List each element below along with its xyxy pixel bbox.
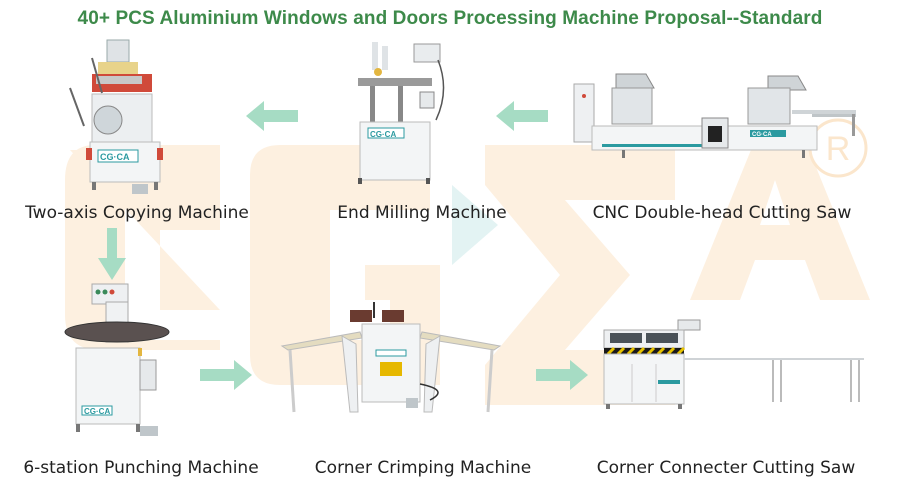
arrow-left-icon — [246, 101, 298, 131]
page-title: 40+ PCS Aluminium Windows and Doors Proc… — [77, 8, 823, 29]
watermark-letter-sigma — [485, 145, 675, 405]
svg-text:CG·CA: CG·CA — [84, 407, 110, 416]
two-axis-copying-machine-label: Two-axis Copying Machine — [25, 203, 249, 223]
corner-crimping-machine-image — [280, 302, 502, 422]
cnc-double-head-cutting-saw-label: CNC Double-head Cutting Saw — [592, 203, 852, 223]
watermark-play-triangle — [452, 185, 498, 265]
arrow-left-icon — [496, 101, 548, 131]
cnc-double-head-cutting-saw-image: CG·CA — [572, 70, 862, 160]
end-milling-machine-label: End Milling Machine — [337, 203, 507, 223]
svg-text:CG·CA: CG·CA — [752, 132, 772, 138]
six-station-punching-machine-image: CG·CA — [62, 282, 172, 442]
corner-crimping-machine-label: Corner Crimping Machine — [314, 458, 532, 478]
watermark-registered-r: R — [826, 130, 851, 168]
two-axis-copying-machine-image: CG·CA — [62, 38, 177, 198]
arrow-down-icon — [98, 228, 126, 280]
arrow-right-icon — [200, 360, 252, 390]
arrow-right-icon — [536, 360, 588, 390]
svg-text:CG·CA: CG·CA — [370, 130, 396, 139]
corner-connecter-cutting-saw-label: Corner Connecter Cutting Saw — [596, 458, 856, 478]
corner-connecter-cutting-saw-image — [600, 318, 868, 410]
svg-text:CG·CA: CG·CA — [100, 152, 130, 162]
watermark-letter-a — [690, 140, 870, 300]
end-milling-machine-image: CG·CA — [350, 40, 450, 188]
six-station-punching-machine-label: 6-station Punching Machine — [23, 458, 259, 478]
